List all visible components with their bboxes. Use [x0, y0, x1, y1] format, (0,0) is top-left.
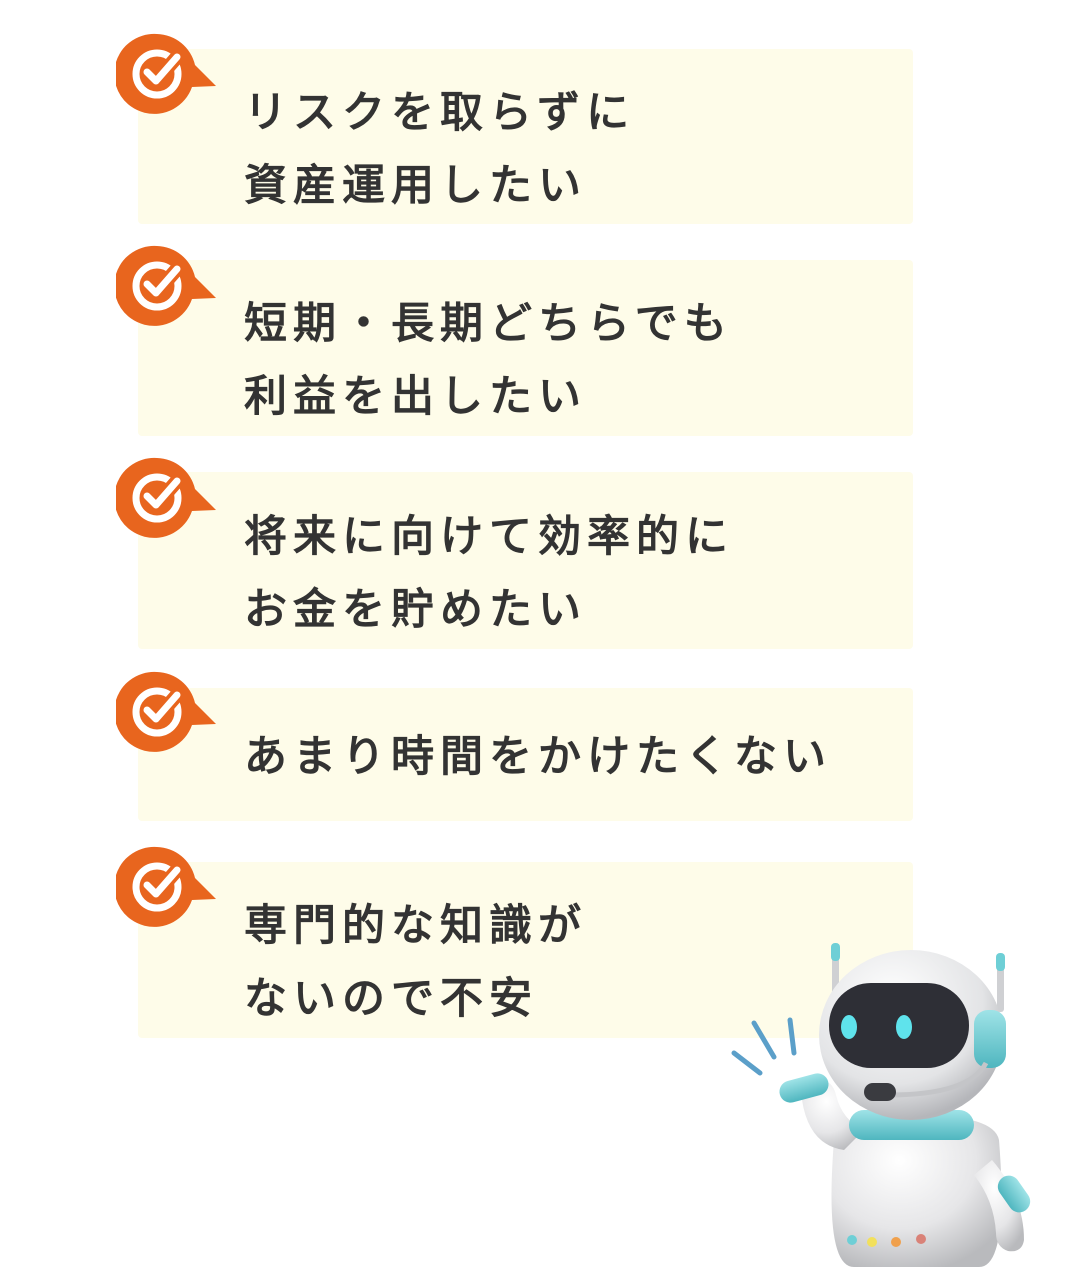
- checklist-card-3: 将来に向けて効率的に お金を貯めたい: [138, 472, 913, 649]
- check-circle-bubble-icon: [116, 671, 216, 752]
- card-3-text: 将来に向けて効率的に お金を貯めたい: [244, 501, 903, 647]
- robot-mascot: [731, 943, 1031, 1267]
- card-1-text: リスクを取らずに 資産運用したい: [244, 77, 903, 223]
- card-5-text: 専門的な知識が ないので不安: [244, 890, 903, 1036]
- card-2-line-2: 利益を出したい: [244, 372, 587, 422]
- checklist-card-2: 短期・長期どちらでも 利益を出したい: [138, 260, 913, 436]
- card-1-line-2: 資産運用したい: [244, 161, 587, 211]
- card-3-line-2: お金を貯めたい: [244, 585, 587, 635]
- card-5-line-1: 専門的な知識が: [244, 901, 587, 951]
- card-5-line-2: ないので不安: [244, 974, 538, 1024]
- card-1-line-1: リスクを取らずに: [244, 88, 636, 138]
- card-3-line-1: 将来に向けて効率的に: [244, 512, 734, 562]
- check-circle-bubble-icon: [116, 457, 216, 538]
- checklist-card-1: リスクを取らずに 資産運用したい: [138, 49, 913, 224]
- check-circle-bubble-icon: [116, 245, 216, 326]
- check-circle-bubble-icon: [116, 846, 216, 927]
- card-2-line-1: 短期・長期どちらでも: [244, 299, 733, 349]
- checklist-card-5: 専門的な知識が ないので不安: [138, 862, 913, 1038]
- check-circle-bubble-icon: [116, 33, 216, 114]
- card-2-text: 短期・長期どちらでも 利益を出したい: [244, 288, 903, 434]
- checklist-card-4: あまり時間をかけたくない: [138, 688, 913, 821]
- card-4-text: あまり時間をかけたくない: [244, 721, 903, 794]
- card-4-line-1: あまり時間をかけたくない: [244, 732, 832, 782]
